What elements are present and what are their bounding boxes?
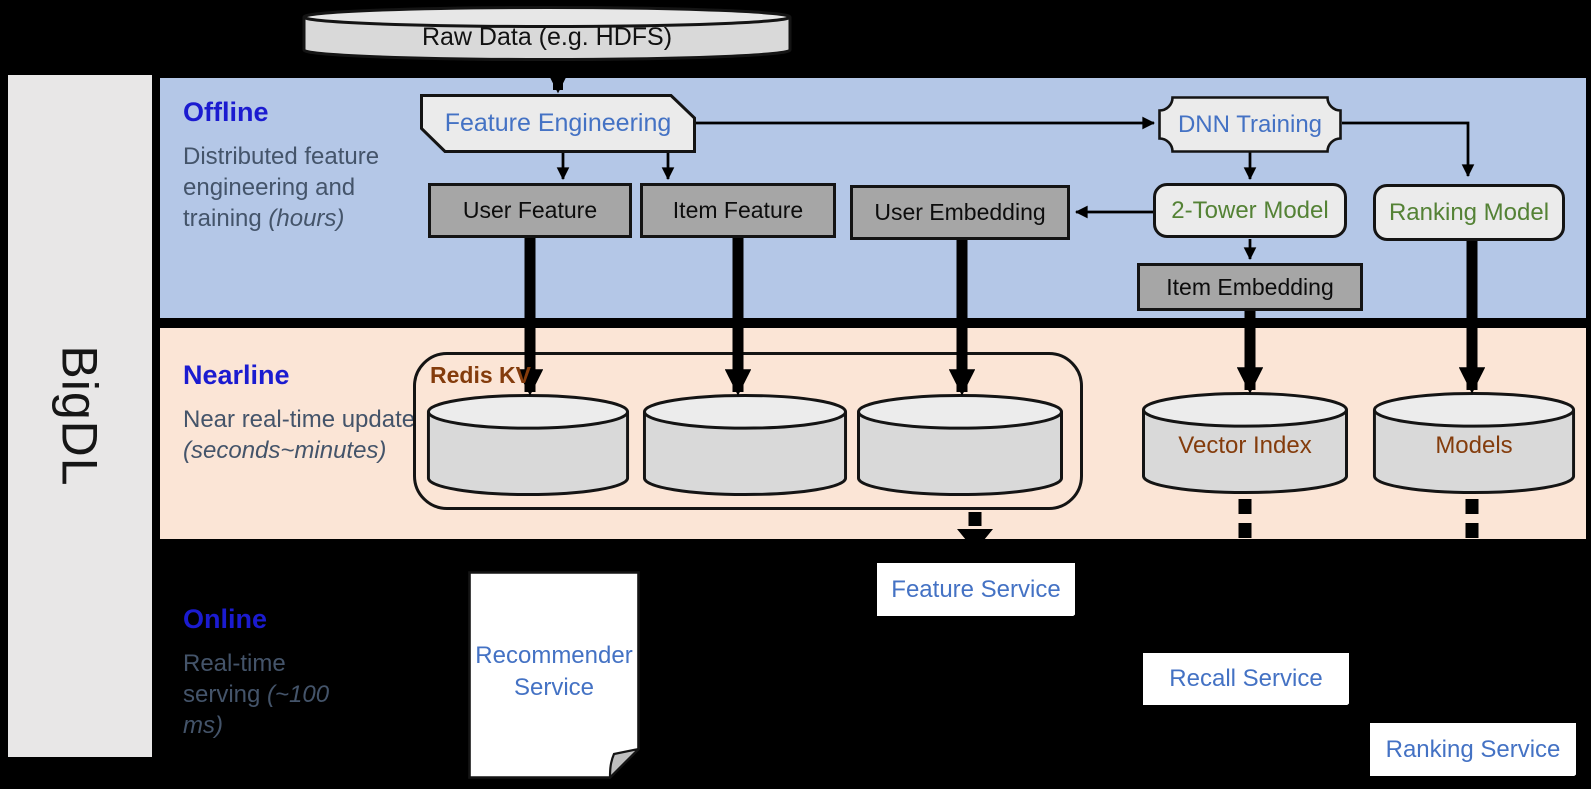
nearline-label-block: Nearline Near real-time update (seconds~…: [183, 360, 433, 466]
redis-db-cylinder-1: [426, 393, 630, 497]
online-label-block: Online Real-time serving (~100 ms): [183, 604, 368, 742]
feature-service-box: Feature Service: [877, 563, 1078, 623]
feature-service-label: Feature Service: [891, 575, 1061, 603]
bigdl-sidebar: BigDL: [8, 75, 152, 757]
user-embedding-label: User Embedding: [874, 199, 1046, 225]
user-embedding-box: User Embedding: [850, 185, 1070, 240]
recommender-service-label: Recommender Service: [475, 642, 633, 702]
online-subtitle: Real-time serving (~100 ms): [183, 648, 368, 742]
recommender-service-document: [468, 571, 640, 779]
offline-label-block: Offline Distributed feature engineering …: [183, 97, 411, 235]
offline-title: Offline: [183, 97, 269, 127]
ranking-service-box: Ranking Service: [1370, 723, 1579, 783]
offline-subtitle: Distributed feature engineering and trai…: [183, 141, 411, 235]
folded-corner-icon: [608, 747, 640, 779]
nearline-subtitle-text: Near real-time update: [183, 406, 416, 433]
raw-data-cylinder: [302, 6, 792, 61]
two-tower-model-box: 2-Tower Model: [1153, 183, 1347, 238]
models-cylinder: [1372, 391, 1576, 495]
redis-kv-label: Redis KV: [430, 362, 531, 388]
item-embedding-label: Item Embedding: [1166, 273, 1334, 300]
nearline-subtitle-italic: (seconds~minutes): [183, 437, 387, 465]
raw-data-label: Raw Data (e.g. HDFS): [421, 22, 673, 51]
feature-engineering-shape: [420, 94, 696, 153]
folded-corner-icon: [1566, 772, 1579, 783]
dnn-training-shape: [1158, 96, 1342, 153]
nearline-subtitle: Near real-time update (seconds~minutes): [183, 404, 433, 466]
dnn-training-label: DNN Training: [1177, 110, 1323, 138]
item-feature-label: Item Feature: [672, 197, 804, 223]
models-label: Models: [1435, 432, 1513, 459]
bigdl-logo-text: BigDL: [52, 345, 108, 487]
recall-service-box: Recall Service: [1143, 653, 1352, 712]
redis-db-cylinder-3: [857, 393, 1063, 497]
redis-db-cylinder-2: [642, 393, 848, 497]
recall-service-label: Recall Service: [1169, 665, 1323, 692]
offline-subtitle-text: Distributed feature engineering and trai…: [183, 143, 380, 233]
online-title: Online: [183, 604, 268, 634]
item-embedding-box: Item Embedding: [1137, 263, 1363, 311]
two-tower-model-label: 2-Tower Model: [1171, 196, 1329, 224]
offline-subtitle-italic: (hours): [268, 205, 345, 233]
feature-engineering-label: Feature Engineering: [444, 109, 672, 137]
vector-index-label: Vector Index: [1178, 432, 1312, 459]
online-subtitle-text: Real-time serving: [183, 650, 286, 709]
user-feature-box: User Feature: [428, 183, 632, 238]
folded-corner-icon: [1065, 612, 1078, 623]
online-subtitle-italic: (~100 ms): [183, 681, 330, 740]
nearline-title: Nearline: [183, 360, 290, 390]
ranking-service-label: Ranking Service: [1385, 735, 1561, 763]
folded-corner-icon: [1339, 701, 1352, 712]
ranking-model-label: Ranking Model: [1388, 198, 1550, 226]
vector-index-cylinder: [1142, 391, 1348, 495]
ranking-model-box: Ranking Model: [1373, 184, 1565, 241]
item-feature-box: Item Feature: [640, 183, 836, 238]
redis-kv-container: [413, 352, 1083, 510]
user-feature-label: User Feature: [462, 197, 598, 223]
